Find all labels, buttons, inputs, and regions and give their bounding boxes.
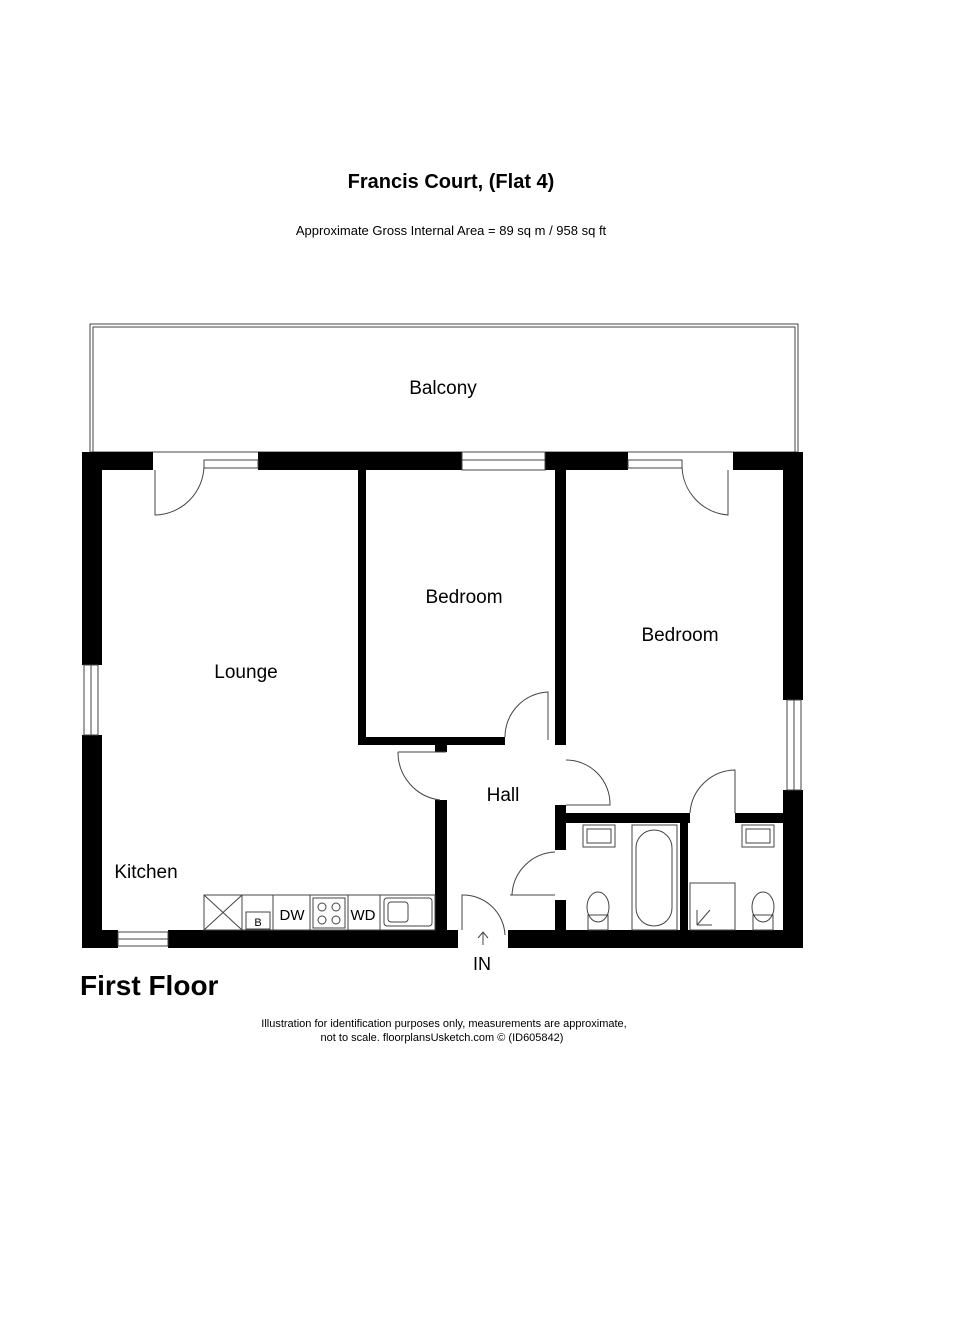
- room-label-bedroom-2: Bedroom: [641, 625, 718, 646]
- plan-title: Francis Court, (Flat 4): [348, 171, 555, 193]
- boiler-label: B: [254, 917, 261, 929]
- dishwasher-label: DW: [280, 907, 306, 924]
- disclaimer-line-1: Illustration for identification purposes…: [261, 1018, 626, 1030]
- room-label-hall: Hall: [487, 785, 520, 806]
- area-subtitle: Approximate Gross Internal Area = 89 sq …: [296, 223, 607, 238]
- room-label-balcony: Balcony: [409, 378, 477, 399]
- room-label-bedroom-1: Bedroom: [425, 587, 502, 608]
- doors: [154, 465, 736, 945]
- washer-dryer-label: WD: [351, 907, 376, 924]
- room-label-lounge: Lounge: [214, 662, 277, 683]
- kitchen-units: [203, 894, 436, 931]
- windows: [83, 451, 802, 947]
- bathroom-fixtures: [582, 824, 775, 931]
- walls: [82, 452, 803, 948]
- floor-label: First Floor: [80, 970, 219, 1001]
- disclaimer-line-2: not to scale. floorplansUsketch.com © (I…: [321, 1032, 564, 1044]
- room-label-kitchen: Kitchen: [114, 862, 177, 883]
- entrance-label: IN: [473, 954, 491, 974]
